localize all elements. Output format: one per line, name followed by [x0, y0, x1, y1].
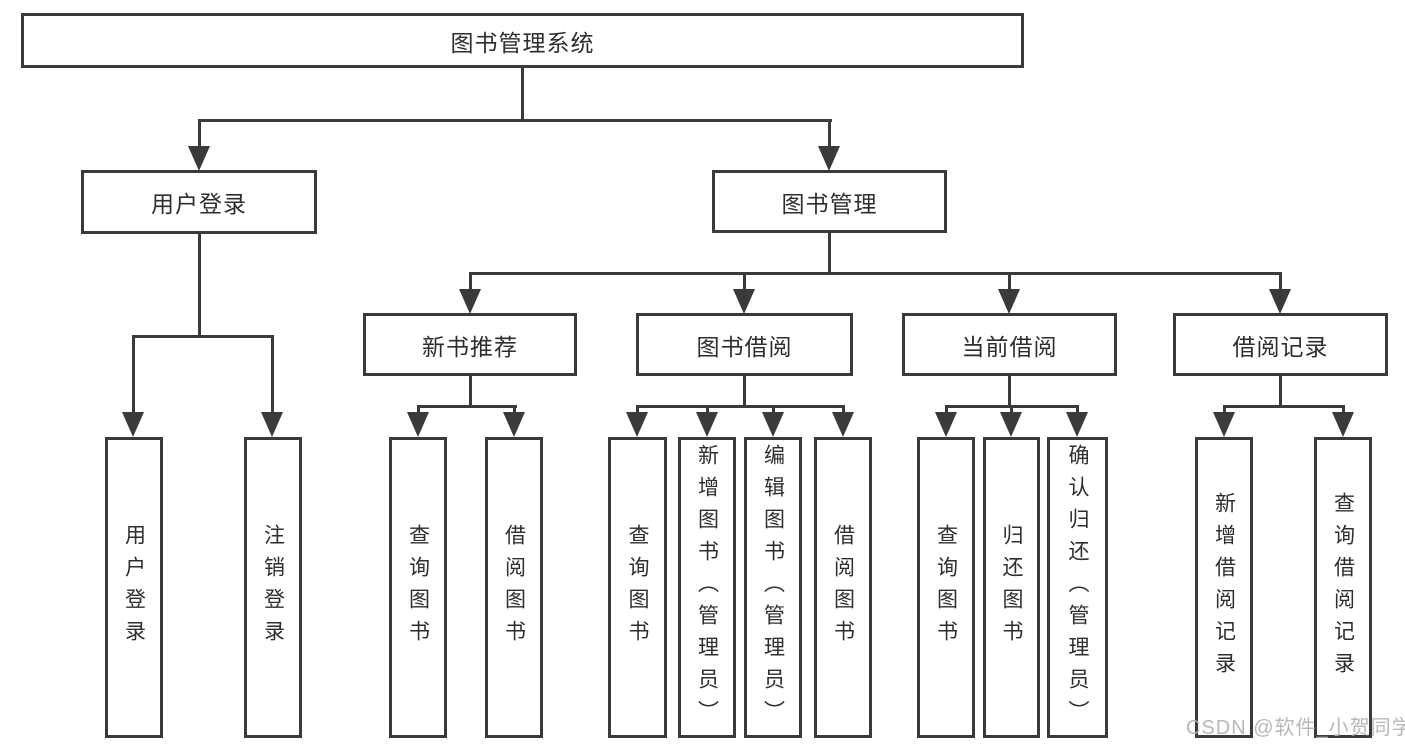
arrow-down-icon	[935, 412, 957, 437]
connector-line	[828, 233, 831, 274]
connector-line	[1342, 405, 1345, 414]
node-label: 查询图书	[934, 523, 958, 652]
connector-line	[1076, 405, 1079, 414]
arrow-down-icon	[503, 412, 525, 437]
arrow-down-icon	[696, 412, 718, 437]
connector-line	[521, 68, 524, 122]
node-library-system: 图书管理系统	[21, 13, 1024, 68]
connector-line	[1010, 405, 1013, 414]
connector-line	[132, 335, 274, 338]
node-label: 查询图书	[406, 523, 430, 652]
node-user-login: 用户登录	[81, 170, 317, 234]
node-current-borrowing: 当前借阅	[902, 313, 1117, 376]
connector-line	[1279, 272, 1282, 291]
arrow-down-icon	[832, 412, 854, 437]
node-user-login-leaf: 用户登录	[105, 437, 163, 738]
node-label: 借阅记录	[1232, 333, 1329, 360]
connector-line	[469, 272, 472, 291]
connector-line	[198, 119, 201, 149]
arrow-down-icon	[1269, 289, 1291, 314]
node-label: 新书推荐	[422, 333, 518, 360]
connector-line	[743, 272, 746, 291]
arrow-down-icon	[122, 412, 144, 437]
connector-line	[772, 405, 775, 414]
node-book-borrowing: 图书借阅	[636, 313, 853, 376]
connector-line	[1008, 272, 1011, 291]
node-add-borrow-record: 新增借阅记录	[1195, 437, 1253, 738]
connector-line	[636, 405, 845, 408]
node-logout: 注销登录	[244, 437, 302, 738]
connector-line	[945, 405, 948, 414]
arrow-down-icon	[407, 412, 429, 437]
connector-line	[417, 405, 420, 414]
arrow-down-icon	[762, 412, 784, 437]
connector-line	[417, 405, 517, 408]
node-label: 新增图书（管理员）	[695, 443, 719, 732]
node-label: 当前借阅	[961, 333, 1058, 360]
node-confirm-return-admin: 确认归还（管理员）	[1047, 437, 1108, 738]
node-add-books-admin: 新增图书（管理员）	[678, 437, 736, 738]
node-label: 注销登录	[261, 523, 285, 652]
arrow-down-icon	[261, 412, 283, 437]
node-label: 编辑图书（管理员）	[761, 443, 785, 732]
node-label: 新增借阅记录	[1212, 491, 1236, 684]
arrow-down-icon	[1000, 412, 1022, 437]
arrow-down-icon	[626, 412, 648, 437]
node-borrow-books: 借阅图书	[814, 437, 872, 738]
node-new-book-recommend: 新书推荐	[363, 313, 577, 376]
node-label: 图书借阅	[696, 333, 793, 360]
node-label: 确认归还（管理员）	[1066, 443, 1089, 732]
arrow-down-icon	[459, 289, 481, 314]
arrow-down-icon	[818, 146, 840, 171]
node-label: 归还图书	[1000, 523, 1023, 652]
connector-line	[513, 405, 516, 414]
node-label: 用户登录	[122, 523, 146, 652]
connector-line	[1008, 376, 1011, 407]
watermark: CSDN @软件_小贺同学	[1186, 717, 1405, 739]
node-label: 查询图书	[626, 523, 649, 652]
arrow-down-icon	[733, 289, 755, 314]
arrow-down-icon	[188, 146, 210, 171]
node-borrow-books-recommend: 借阅图书	[485, 437, 543, 738]
node-label: 图书管理	[781, 190, 878, 217]
node-label: 查询借阅记录	[1331, 491, 1355, 684]
connector-line	[706, 405, 709, 414]
node-label: 图书管理系统	[450, 29, 595, 56]
node-return-books: 归还图书	[983, 437, 1040, 738]
connector-line	[132, 335, 135, 413]
node-borrowing-records: 借阅记录	[1173, 313, 1388, 376]
arrow-down-icon	[998, 289, 1020, 314]
node-book-management: 图书管理	[712, 170, 947, 233]
connector-line	[743, 376, 746, 407]
arrow-down-icon	[1066, 412, 1088, 437]
connector-line	[469, 376, 472, 407]
connector-line	[198, 119, 832, 122]
node-label: 借阅图书	[831, 523, 855, 652]
connector-line	[636, 405, 639, 414]
node-query-borrow-record: 查询借阅记录	[1314, 437, 1372, 738]
connector-line	[1279, 376, 1282, 407]
connector-line	[469, 272, 1282, 275]
connector-line	[1223, 405, 1344, 408]
node-label: 借阅图书	[502, 523, 526, 652]
connector-line	[198, 234, 201, 338]
arrow-down-icon	[1332, 412, 1354, 437]
node-query-books-borrowing: 查询图书	[608, 437, 667, 738]
connector-line	[1223, 405, 1226, 414]
connector-line	[828, 119, 831, 149]
connector-line	[271, 335, 274, 413]
node-query-books-current: 查询图书	[917, 437, 975, 738]
node-query-books-recommend: 查询图书	[389, 437, 447, 738]
node-label: 用户登录	[151, 191, 247, 217]
connector-line	[842, 405, 845, 414]
arrow-down-icon	[1213, 412, 1235, 437]
node-edit-books-admin: 编辑图书（管理员）	[744, 437, 802, 738]
